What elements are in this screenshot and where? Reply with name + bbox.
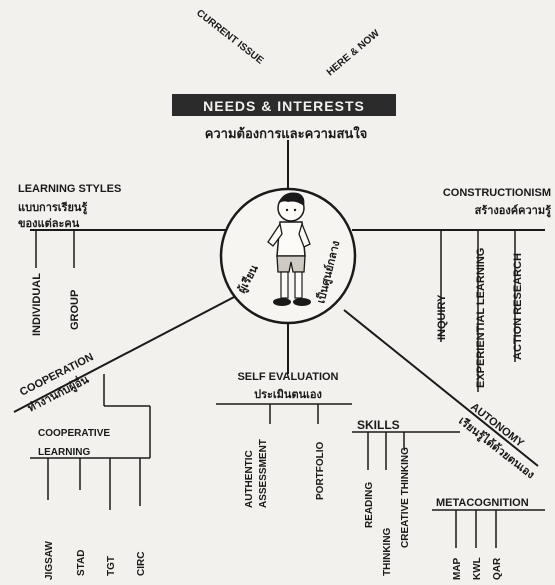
needs-title: NEEDS & INTERESTS [203,98,365,114]
jigsaw-label: JIGSAW [44,541,55,580]
student-illustration [267,192,311,306]
needs-thai-label: ความต้องการและความสนใจ [205,125,368,142]
creative-thinking-label: CREATIVE THINKING [400,447,411,548]
constructionism-title: CONSTRUCTIONISM [443,187,551,199]
authentic-label-1: AUTHENTIC [244,450,255,508]
here-now-label: HERE & NOW [325,28,382,79]
skills-title: SKILLS [357,418,400,432]
portfolio-label: PORTFOLIO [315,441,326,500]
coop-learning-label-2: LEARNING [38,447,90,458]
metacognition-title: METACOGNITION [436,497,529,509]
experiential-label: EXPERIENTIAL LEARNING [475,248,487,388]
group-label: GROUP [69,290,81,330]
authentic-label-2: ASSESSMENT [258,439,269,508]
individual-label: INDIVIDUAL [31,273,43,336]
self-eval-thai: ประเมินตนเอง [254,388,322,401]
coop-learning-label-1: COOPERATIVE [38,428,110,439]
action-research-label: ACTION RESEARCH [512,253,524,360]
stad-label: STAD [76,550,87,576]
needs-title-box [172,94,396,116]
autonomy-line [343,309,539,467]
cooperation-line [13,295,237,413]
constructionism-thai: สร้างองค์ความรู้ [475,204,551,218]
learning-styles-title: LEARNING STYLES [18,183,121,195]
map-label: MAP [452,557,463,580]
learning-styles-thai-2: ของแต่ละคน [18,217,80,230]
self-eval-title: SELF EVALUATION [237,371,338,383]
kwl-label: KWL [472,557,483,580]
circ-label: CIRC [136,552,147,576]
reading-label: READING [364,482,375,528]
connector-lines [13,140,545,548]
thinking-label: THINKING [382,527,393,576]
tgt-label: TGT [106,556,117,576]
learning-styles-thai-1: แบบการเรียนรู้ [18,201,87,215]
current-issue-label: CURRENT ISSUE [194,8,265,67]
qar-label: QAR [492,557,503,580]
inquiry-label: INQUIRY [436,294,448,340]
